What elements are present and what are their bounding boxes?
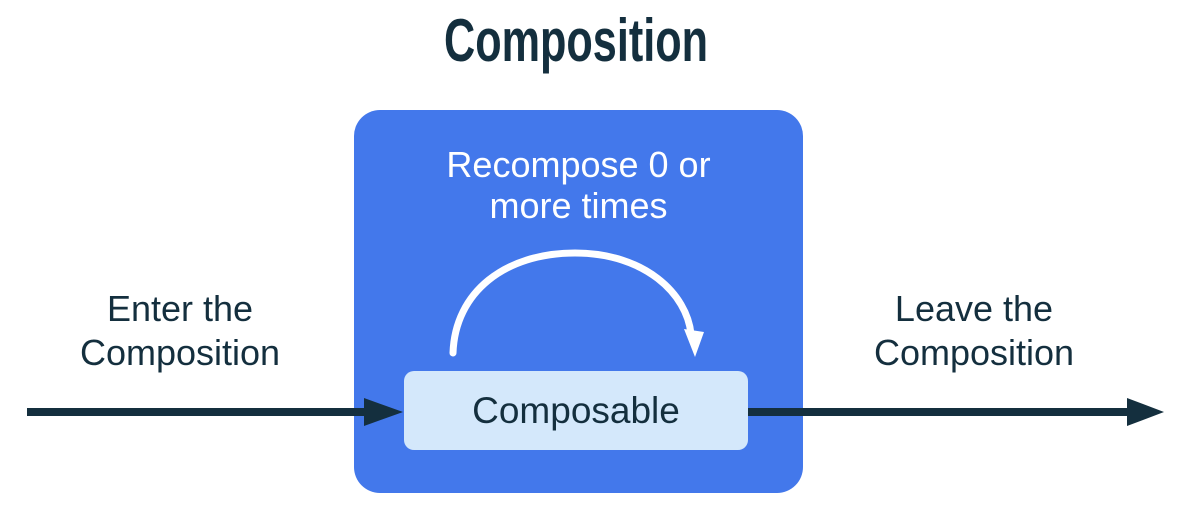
exit-arrow-icon: [748, 398, 1164, 426]
composable-label: Composable: [472, 389, 680, 431]
enter-arrow-icon: [27, 398, 403, 426]
enter-composition-label: Enter the Composition: [79, 288, 281, 373]
composable-box: Composable: [404, 371, 748, 450]
diagram-title: Composition: [444, 7, 708, 74]
leave-composition-label: Leave the Composition: [873, 288, 1075, 373]
recompose-label: Recompose 0 or more times: [446, 144, 711, 226]
